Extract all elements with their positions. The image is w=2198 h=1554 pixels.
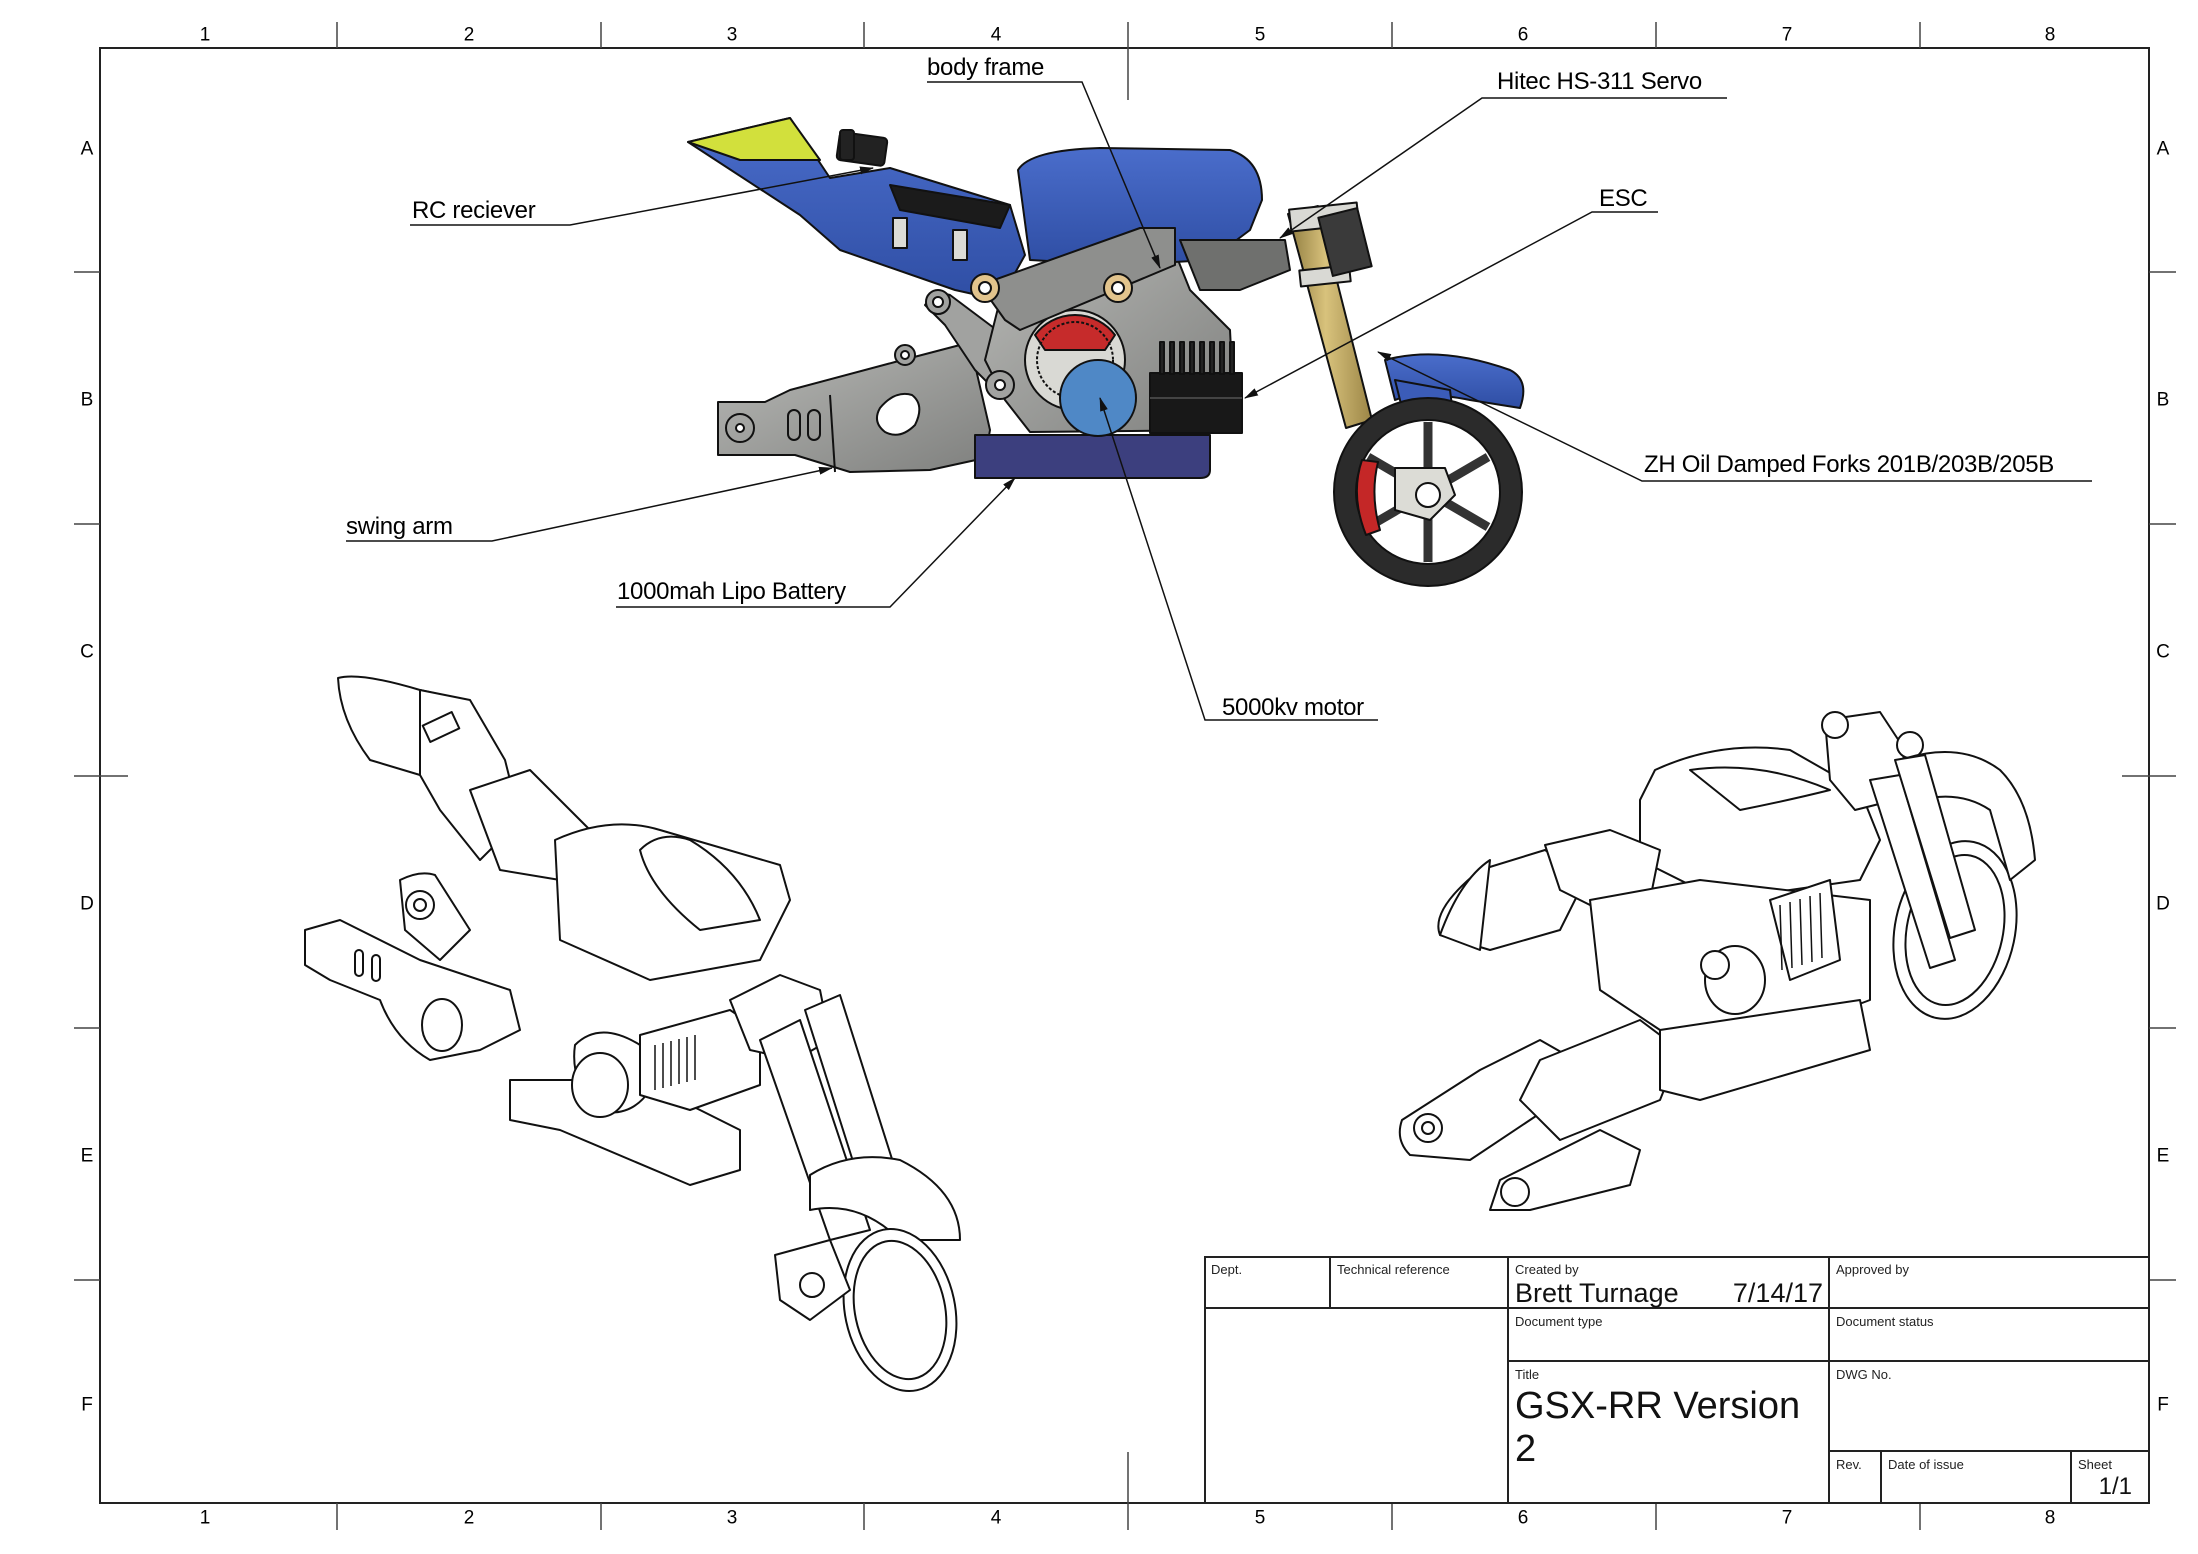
col-label: 8	[2044, 1507, 2056, 1529]
col-label: 6	[1517, 24, 1529, 46]
row-label: E	[2156, 1145, 2170, 1167]
col-label: 4	[990, 1507, 1002, 1529]
tb-dwg-no: DWG No.	[1831, 1363, 2152, 1453]
title-block-grid	[1204, 1256, 2150, 1504]
tb-sheet-caption: Sheet	[2078, 1457, 2112, 1472]
row-label: C	[2156, 641, 2170, 663]
row-label: F	[2157, 1394, 2169, 1416]
tb-approved-by-caption: Approved by	[1836, 1262, 1909, 1277]
col-label: 1	[199, 24, 211, 46]
front-wheel	[1333, 397, 1523, 587]
col-label: 8	[2044, 24, 2056, 46]
col-label: 6	[1517, 1507, 1529, 1529]
tb-dwg-no-caption: DWG No.	[1836, 1367, 1892, 1382]
tb-sheet: Sheet 1/1	[2073, 1453, 2152, 1506]
callout-battery: 1000mah Lipo Battery	[617, 578, 846, 605]
col-label: 7	[1781, 24, 1793, 46]
callout-hitec-servo: Hitec HS-311 Servo	[1497, 68, 1702, 95]
tb-sheet-value: 1/1	[2098, 1473, 2132, 1500]
zone-ticks	[74, 22, 2176, 1530]
leader-hitec-servo	[1279, 97, 1727, 239]
callout-swing-arm: swing arm	[346, 513, 453, 540]
col-label: 7	[1781, 1507, 1793, 1529]
tb-document-status-caption: Document status	[1836, 1314, 1934, 1329]
leader-body-frame	[927, 81, 1161, 269]
leader-lines	[346, 81, 2092, 721]
battery-part	[974, 434, 1211, 479]
col-label: 5	[1254, 24, 1266, 46]
row-label: F	[81, 1394, 93, 1416]
callout-motor: 5000kv motor	[1222, 694, 1364, 721]
row-label: B	[2156, 389, 2170, 411]
callout-forks: ZH Oil Damped Forks 201B/203B/205B	[1644, 451, 2054, 478]
col-label: 4	[990, 24, 1002, 46]
tb-title: Title GSX-RR Version 2	[1510, 1363, 1831, 1506]
leader-forks	[1377, 351, 2092, 482]
col-label: 3	[726, 1507, 738, 1529]
callout-body-frame: body frame	[927, 54, 1045, 81]
tb-dept-caption: Dept.	[1211, 1262, 1243, 1277]
leader-esc	[1244, 211, 1658, 399]
col-label: 1	[199, 1507, 211, 1529]
col-label: 5	[1254, 1507, 1266, 1529]
isometric-view-front-left	[304, 675, 961, 1393]
tb-title-value: GSX-RR Version 2	[1515, 1385, 1801, 1470]
row-label: A	[80, 138, 94, 160]
row-label: A	[2156, 138, 2170, 160]
tb-created-date: 7/14/17	[1732, 1278, 1823, 1308]
col-label: 2	[463, 24, 475, 46]
leader-motor	[1099, 397, 1378, 721]
forks-part	[1287, 201, 1373, 429]
tb-rev-caption: Rev.	[1836, 1457, 1862, 1472]
row-label: D	[80, 893, 94, 915]
col-label: 3	[726, 24, 738, 46]
tb-approved-by: Approved by	[1831, 1258, 2152, 1310]
tb-technical-reference: Technical reference	[1332, 1258, 1510, 1310]
row-label: E	[80, 1145, 94, 1167]
tb-title-caption: Title	[1515, 1367, 1540, 1382]
tb-created-by-caption: Created by	[1515, 1262, 1579, 1277]
tb-created-by: Created by Brett Turnage 7/14/17	[1510, 1258, 1831, 1310]
callout-rc-receiver: RC reciever	[412, 197, 536, 224]
row-label: C	[80, 641, 94, 663]
motor-part	[1059, 359, 1137, 437]
esc-part	[1149, 341, 1243, 434]
side-view	[687, 117, 1525, 587]
isometric-view-rear-right	[1398, 711, 2036, 1211]
tb-document-type: Document type	[1510, 1310, 1831, 1363]
leader-battery	[616, 477, 1016, 608]
tb-dept: Dept.	[1206, 1258, 1332, 1310]
row-label: D	[2156, 893, 2170, 915]
callout-esc: ESC	[1599, 185, 1648, 212]
tb-technical-reference-caption: Technical reference	[1337, 1262, 1450, 1277]
leader-swing-arm	[346, 466, 833, 542]
title-block: Dept. Technical reference Created by Bre…	[1204, 1256, 2150, 1504]
tb-date-of-issue: Date of issue	[1883, 1453, 2073, 1506]
row-label: B	[80, 389, 94, 411]
tb-document-type-caption: Document type	[1515, 1314, 1603, 1329]
tb-rev: Rev.	[1831, 1453, 1883, 1506]
tb-date-of-issue-caption: Date of issue	[1888, 1457, 1964, 1472]
swing-arm-part	[717, 344, 991, 473]
tb-document-status: Document status	[1831, 1310, 2152, 1363]
tb-created-by-value: Brett Turnage	[1515, 1278, 1679, 1308]
col-label: 2	[463, 1507, 475, 1529]
leader-rc-receiver	[410, 166, 874, 226]
fairing-part	[687, 117, 1263, 301]
